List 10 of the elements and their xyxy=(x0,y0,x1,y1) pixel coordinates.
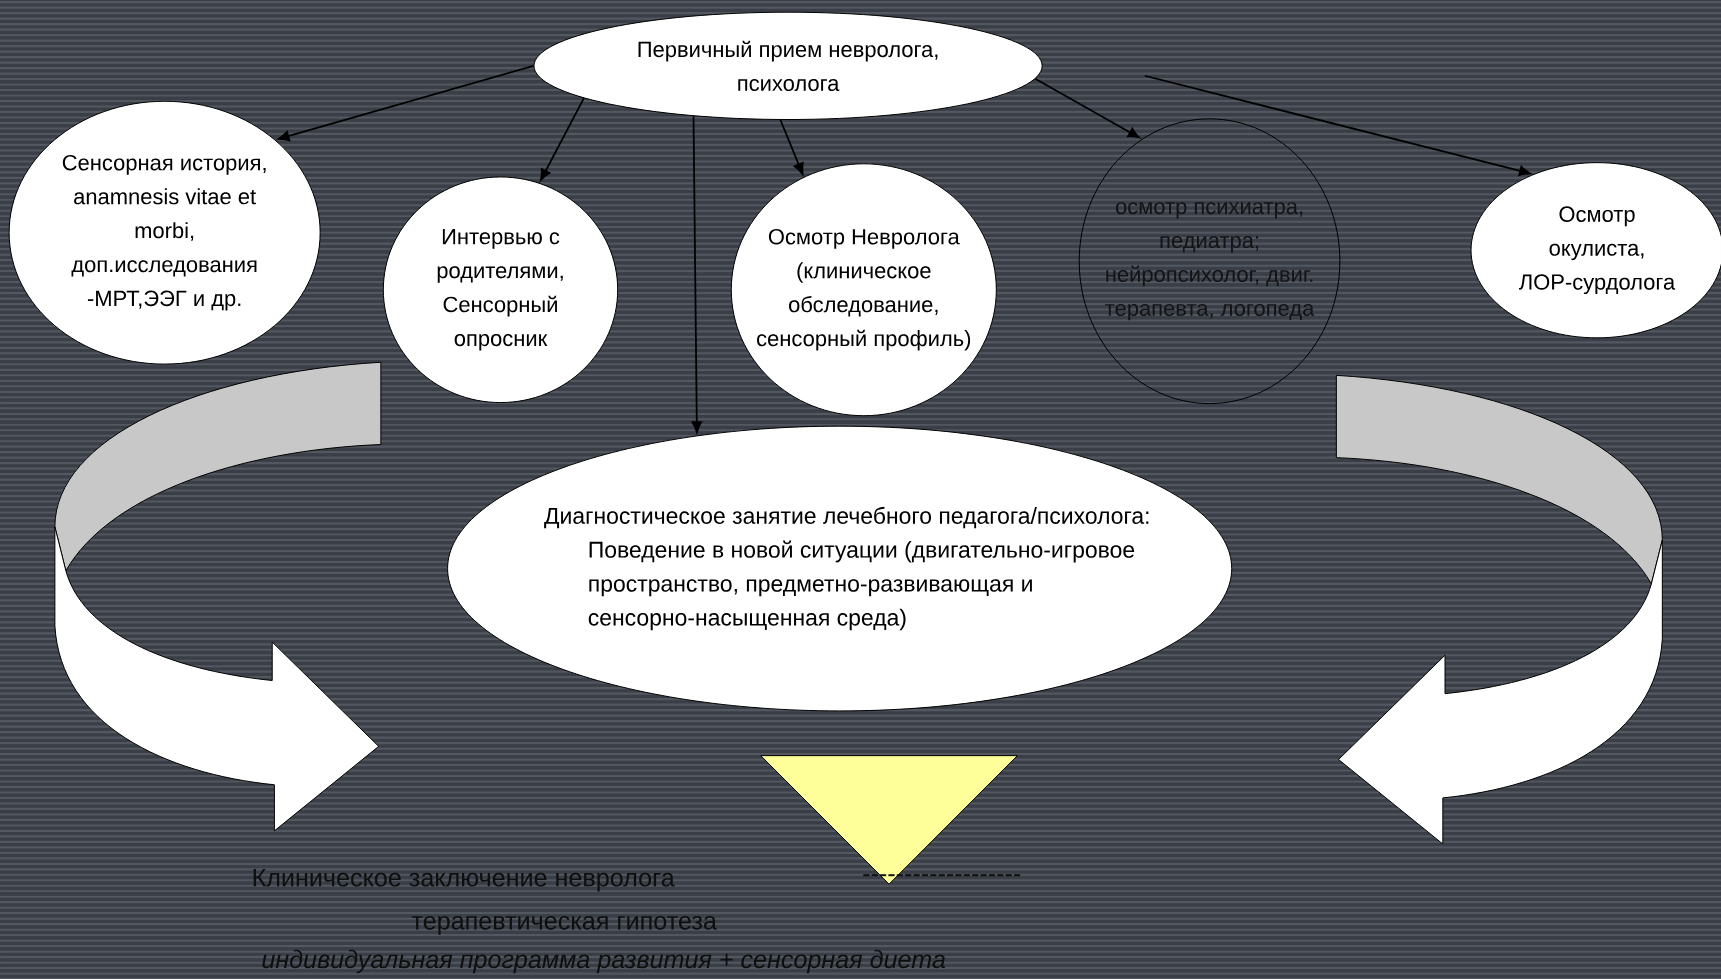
arrow xyxy=(1034,77,1140,139)
dashed-text: ------------------- xyxy=(863,874,1021,877)
arrow xyxy=(779,119,804,175)
arrow xyxy=(277,64,535,142)
arrow xyxy=(1143,74,1531,177)
conclusion-text: терапевтическая гипотеза xyxy=(411,915,717,935)
conclusion-text: Клиническое заключение невролога xyxy=(253,869,675,892)
arrow xyxy=(691,115,703,434)
conclusion-text: индивидуальная программа развития + сенсорная диета xyxy=(262,949,946,974)
arrow xyxy=(540,97,585,181)
